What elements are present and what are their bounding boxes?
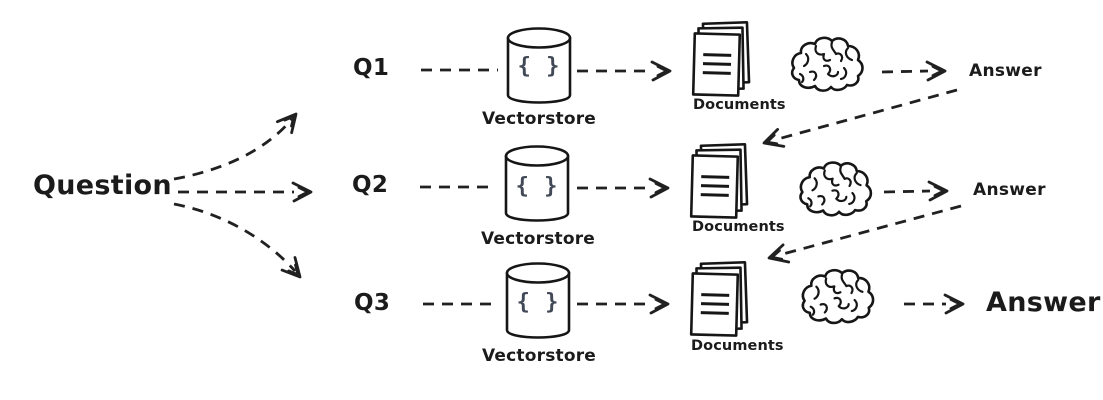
brain-icon [800, 268, 875, 325]
documents-label: Documents [692, 219, 785, 235]
answer-label-2: Answer [973, 180, 1046, 200]
documents-label: Documents [691, 338, 784, 354]
document-stack-icon [691, 20, 751, 98]
arrow-brain1-to-answer [881, 69, 929, 74]
arrow-answer2-head [765, 243, 791, 269]
document-stack-icon [689, 142, 749, 220]
question-label: Question [33, 170, 172, 201]
arrow-vectorstore2-head [648, 177, 670, 199]
vectorstore-label: Vectorstore [481, 346, 597, 366]
vectorstore-label: Vectorstore [480, 229, 596, 249]
arrow-brain2-to-answer [883, 189, 931, 194]
query-label-q2: Q2 [352, 172, 389, 198]
arrow-answer1-head [759, 127, 786, 154]
arrow-brain2-head [927, 180, 949, 202]
vectorstore-label: Vectorstore [481, 109, 597, 129]
arrow-brain1-head [925, 60, 947, 82]
answer-label-final: Answer [986, 287, 1101, 318]
vectorstore-braces-text: { } [515, 174, 559, 199]
arrow-brain3-head [943, 293, 965, 315]
fan-arrow-middle-head [291, 181, 313, 203]
document-stack-icon [689, 260, 749, 338]
documents-label: Documents [693, 97, 786, 113]
arrow-answer2-to-documents3 [782, 204, 962, 256]
arrow-answer1-to-documents2 [777, 88, 958, 141]
vectorstore-braces-text: { } [517, 54, 561, 79]
vectorstore-braces-text: { } [516, 290, 560, 315]
brain-icon [790, 36, 864, 92]
brain-icon [798, 160, 873, 218]
query-label-q3: Q3 [354, 290, 391, 316]
fan-arrow-top [173, 118, 294, 181]
fan-arrow-bottom [173, 202, 297, 272]
query-label-q1: Q1 [353, 55, 390, 81]
answer-label-1: Answer [969, 61, 1042, 81]
arrow-vectorstore3-head [648, 293, 670, 315]
arrow-vectorstore1-head [650, 60, 672, 82]
